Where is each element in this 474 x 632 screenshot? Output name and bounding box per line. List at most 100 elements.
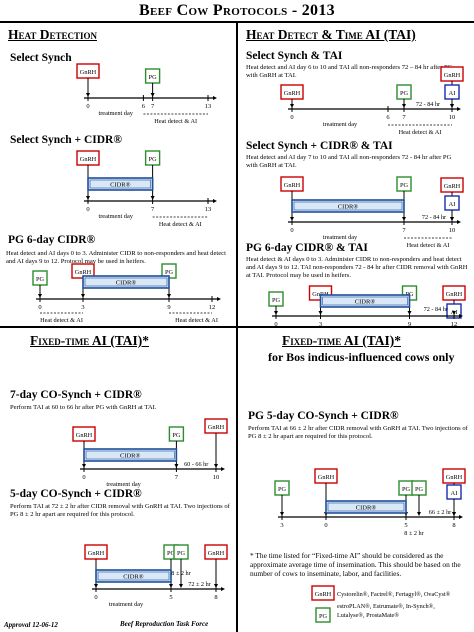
pg5-day8-label: 8 — [452, 522, 455, 529]
cs7-cidr-label: CIDR® — [120, 453, 141, 460]
pg5-pg0-label: PG — [278, 486, 287, 493]
pg5-pg2-label: PG — [415, 486, 424, 493]
pg5-hr-label: 66 ± 2 hr — [429, 509, 451, 516]
pg6-day0-label: 0 — [38, 304, 41, 311]
ss-treatment-day: treatment day — [98, 110, 133, 117]
cs5-cidr-inner — [97, 571, 170, 581]
sst-day0-label: 0 — [290, 114, 293, 121]
pg6t-day12-label: 12 — [451, 321, 458, 328]
protocol-desc-select-synch-tai: Heat detect and AI day 6 to 10 and TAI a… — [246, 64, 453, 79]
pg5-cidr-inner — [327, 502, 405, 512]
cs7-axis-arrowhead — [221, 467, 225, 471]
legend-pg-products-2: Lutalyse®, ProstaMate® — [337, 612, 399, 619]
ssc-cidr-inner — [89, 179, 151, 189]
pg5-gnrh2-label: GnRH — [446, 474, 463, 481]
ss-heat-detect-label: Heat detect & AI — [154, 118, 197, 125]
cs5-gnrh-label: GnRH — [88, 550, 105, 557]
ssc-day0-label: 0 — [86, 206, 89, 213]
ssct-ai-label: AI — [449, 201, 456, 208]
legend-pg-label: PG — [319, 613, 328, 620]
fixed-time-footnote: * The time listed for “Fixed-time AI” sh… — [250, 551, 461, 578]
cs5-hr8-label: 8 ± 2 hr — [171, 570, 190, 577]
protocol-desc-pg-6day-cidr-tai: Heat detect & AI days 0 to 3. Administer… — [246, 256, 468, 279]
ssct-hr-label: 72 - 84 hr — [422, 214, 446, 221]
section-title-fixed-time-ai: Fixed-time AI (TAI)* — [30, 333, 150, 348]
footer-approval: Approval 12-06-12 — [4, 621, 58, 629]
pg6t-cidr-bar — [319, 294, 411, 308]
cs5-cidr-bar — [95, 569, 172, 583]
sst-heat-detect-label: Heat detect & AI — [399, 129, 442, 136]
sst-axis-arrowhead — [457, 107, 461, 111]
protocol-desc-select-synch-cidr-tai: Heat detect and AI day 7 to 10 and TAI a… — [246, 154, 452, 169]
pg6-cidr-label: CIDR® — [116, 280, 137, 287]
legend-pg-box — [315, 607, 331, 623]
pg6t-pg1-label: PG — [272, 297, 281, 304]
ssc-day13-label: 13 — [205, 206, 212, 213]
pg6-gnrh-label: GnRH — [75, 269, 92, 276]
cs7-day0-label: 0 — [82, 474, 85, 481]
ssct-gnrh-label: GnRH — [284, 182, 301, 189]
ssc-pg-label: PG — [149, 156, 158, 163]
sst-gnrh-label: GnRH — [284, 90, 301, 97]
ssct-day0-label: 0 — [290, 227, 293, 234]
protocol-desc-co-synch-7day: Perform TAI at 60 to 66 hr after PG with… — [10, 404, 157, 411]
cs5-day8-label: 8 — [214, 594, 217, 601]
ss-day7-label: 7 — [151, 103, 155, 110]
cs7-cidr-inner — [85, 450, 175, 460]
section-title-heat-detect-tai: Heat Detect & Time AI (TAI) — [246, 27, 416, 42]
footer-organization: Beef Reproduction Task Force — [120, 620, 209, 628]
cs7-hr-label: 60 - 66 hr — [184, 461, 208, 468]
ssc-day7-label: 7 — [151, 206, 155, 213]
cs5-cidr-label: CIDR® — [123, 574, 144, 581]
ssct-heat-detect-label: Heat detect & AI — [407, 242, 450, 249]
cs7-day10-label: 10 — [213, 474, 220, 481]
protocol-title-pg-6day-cidr-tai: PG 6-day CIDR® & TAI — [246, 242, 368, 254]
cs5-gnrh2-label: GnRH — [208, 550, 225, 557]
sst-treatment-day: treatment day — [323, 121, 358, 128]
pg6t-hr-label: 72 - 84 hr — [424, 306, 448, 313]
pg6-day3-label: 3 — [81, 304, 84, 311]
sst-pg-label: PG — [400, 90, 409, 97]
pg6-day12-label: 12 — [209, 304, 216, 311]
pg5-pg2-arrow — [417, 512, 421, 516]
cs5-pg2-arrow — [179, 584, 183, 588]
pg6-pg2-label: PG — [165, 269, 174, 276]
protocol-title-select-synch-cidr-tai: Select Synch + CIDR® & TAI — [246, 140, 393, 152]
page-title: Beef Cow Protocols - 2013 — [139, 2, 335, 19]
protocol-desc-pg-6day-cidr: Heat detect and AI days 0 to 3. Administ… — [6, 250, 226, 265]
ssct-gnrh2-label: GnRH — [444, 183, 461, 190]
ssct-day7-label: 7 — [402, 227, 406, 234]
section-title-fixed-time-ai-bos: Fixed-time AI (TAI)* — [282, 333, 402, 348]
cs5-treatment-day: treatment day — [109, 601, 144, 608]
pg6-day9-label: 9 — [167, 304, 170, 311]
legend-gnrh-label: GnRH — [315, 591, 332, 598]
sst-hr-label: 72 - 84 hr — [416, 101, 440, 108]
protocol-title-select-synch-tai: Select Synch & TAI — [246, 50, 343, 62]
protocol-title-select-synch: Select Synch — [10, 52, 72, 64]
sst-gnrh2-label: GnRH — [444, 72, 461, 79]
ss-gnrh-label: GnRH — [80, 69, 97, 76]
protocol-title-co-synch-5day: 5-day CO-Synch + CIDR® — [10, 488, 142, 500]
legend-gnrh-box — [311, 585, 335, 601]
pg6t-gnrh2-label: GnRH — [446, 291, 463, 298]
sst-day7-label: 7 — [402, 114, 406, 121]
protocol-title-co-synch-7day: 7-day CO-Synch + CIDR® — [10, 389, 142, 401]
ssct-axis-arrowhead — [457, 220, 461, 224]
pg5-axis-arrowhead — [459, 515, 463, 519]
cs5-day5-label: 5 — [169, 594, 172, 601]
pg6t-cidr-inner — [322, 296, 408, 306]
ssct-day10-label: 10 — [449, 227, 456, 234]
pg6t-axis-arrowhead — [459, 314, 463, 318]
pg5-day0-label: 0 — [324, 522, 327, 529]
ss-day13-label: 13 — [205, 103, 212, 110]
pg6t-day0-label: 0 — [274, 321, 277, 328]
cs7-treatment-day: treatment day — [106, 481, 141, 488]
cs7-pg-label: PG — [172, 432, 181, 439]
ssct-pg-label: PG — [400, 182, 409, 189]
ssc-heat-detect-label: Heat detect & AI — [159, 221, 202, 228]
pg6-heat-detect-1: Heat detect & AI — [40, 317, 83, 324]
cs5-pg2-label: PG — [177, 550, 186, 557]
pg6-cidr-inner — [84, 277, 168, 287]
